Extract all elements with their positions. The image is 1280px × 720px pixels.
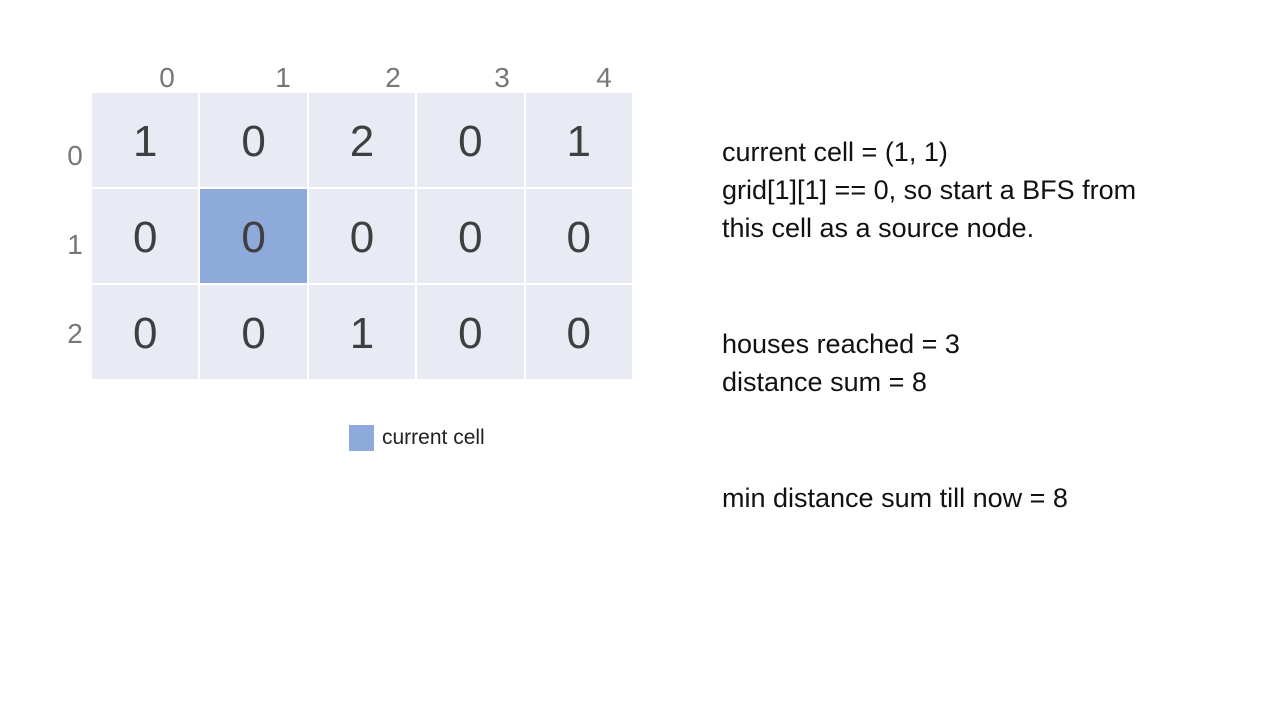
grid-cell-2-0: 0 bbox=[92, 285, 199, 379]
min-distance-text: min distance sum till now = 8 bbox=[722, 483, 1068, 513]
info-min: min distance sum till now = 8 bbox=[722, 479, 1242, 517]
grid-cell-1-0: 0 bbox=[92, 189, 199, 283]
grid-cell-1-2: 0 bbox=[308, 189, 416, 283]
info-status: current cell = (1, 1) grid[1][1] == 0, s… bbox=[722, 133, 1242, 247]
legend: current cell bbox=[349, 425, 485, 451]
legend-swatch-current bbox=[349, 425, 374, 451]
grid: 1 0 2 0 1 0 0 0 0 0 0 0 1 0 0 bbox=[92, 93, 632, 379]
grid-cell-1-1-current: 0 bbox=[200, 189, 307, 283]
houses-reached-text: houses reached = 3 bbox=[722, 329, 960, 359]
grid-cell-0-4: 1 bbox=[525, 93, 632, 187]
grid-cell-2-1: 0 bbox=[200, 285, 307, 379]
grid-cell-0-0: 1 bbox=[92, 93, 199, 187]
legend-label: current cell bbox=[382, 426, 485, 449]
distance-sum-text: distance sum = 8 bbox=[722, 367, 927, 397]
grid-cell-0-2: 2 bbox=[308, 93, 416, 187]
info-stats: houses reached = 3 distance sum = 8 bbox=[722, 325, 1242, 401]
row-label-2: 2 bbox=[67, 318, 83, 349]
col-label-3: 3 bbox=[494, 62, 510, 93]
grid-cell-2-3: 0 bbox=[417, 285, 524, 379]
col-label-1: 1 bbox=[275, 62, 291, 93]
grid-cell-0-1: 0 bbox=[200, 93, 307, 187]
grid-cell-1-3: 0 bbox=[417, 189, 524, 283]
grid-cell-1-4: 0 bbox=[525, 189, 632, 283]
current-cell-text: current cell = (1, 1) bbox=[722, 137, 948, 167]
row-label-0: 0 bbox=[67, 140, 83, 171]
bfs-explanation-line1: grid[1][1] == 0, so start a BFS from bbox=[722, 175, 1137, 205]
grid-cell-0-3: 0 bbox=[417, 93, 524, 187]
grid-cell-2-2: 1 bbox=[308, 285, 416, 379]
col-label-2: 2 bbox=[385, 62, 401, 93]
bfs-explanation-line2: this cell as a source node. bbox=[722, 213, 1035, 243]
row-label-1: 1 bbox=[67, 229, 83, 260]
col-label-0: 0 bbox=[159, 62, 175, 93]
grid-cell-2-4: 0 bbox=[525, 285, 632, 379]
col-label-4: 4 bbox=[596, 62, 612, 93]
